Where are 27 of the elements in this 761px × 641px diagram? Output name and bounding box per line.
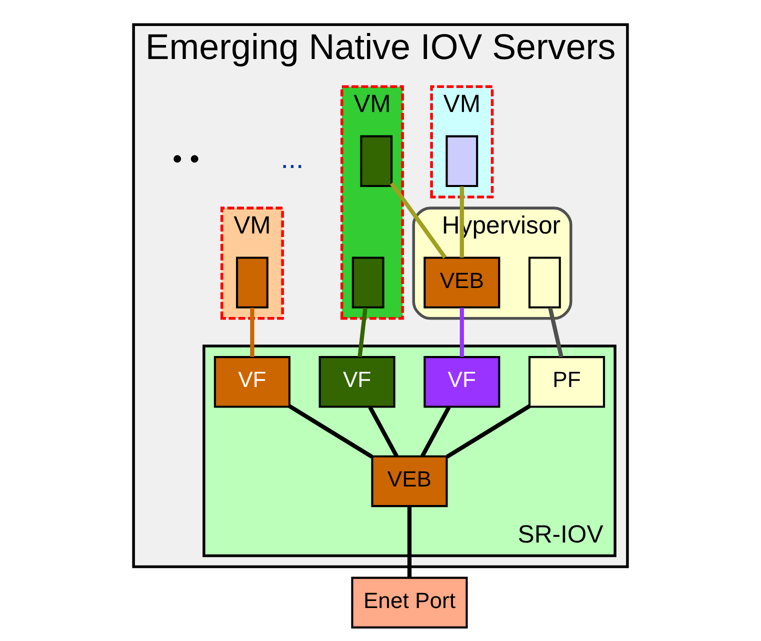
- connector: [368, 406, 398, 458]
- connector: [358, 308, 368, 358]
- cluster: VM: [340, 85, 404, 320]
- cluster: VM: [220, 206, 284, 320]
- connector: [407, 506, 412, 578]
- node-box: [446, 135, 478, 188]
- node-box: VEB: [424, 256, 500, 308]
- label: ...: [280, 143, 304, 174]
- connector: [548, 307, 564, 358]
- label: • •: [172, 143, 200, 174]
- node-box: VF: [318, 356, 396, 408]
- connector: [420, 406, 451, 458]
- connector: [288, 404, 373, 459]
- node-box: VF: [424, 356, 500, 408]
- connector: [250, 308, 254, 357]
- node-box: [360, 135, 393, 188]
- node-box: VF: [214, 356, 290, 408]
- connector: [460, 308, 464, 357]
- node-box: Enet Port: [351, 576, 468, 628]
- connector: [390, 182, 447, 259]
- connector: [446, 404, 531, 459]
- node-box: VEB: [371, 455, 448, 508]
- node-box: [528, 256, 561, 308]
- cluster: VM: [430, 85, 494, 198]
- node-box: [352, 256, 384, 308]
- node-box: [236, 256, 268, 308]
- node-box: PF: [528, 356, 606, 408]
